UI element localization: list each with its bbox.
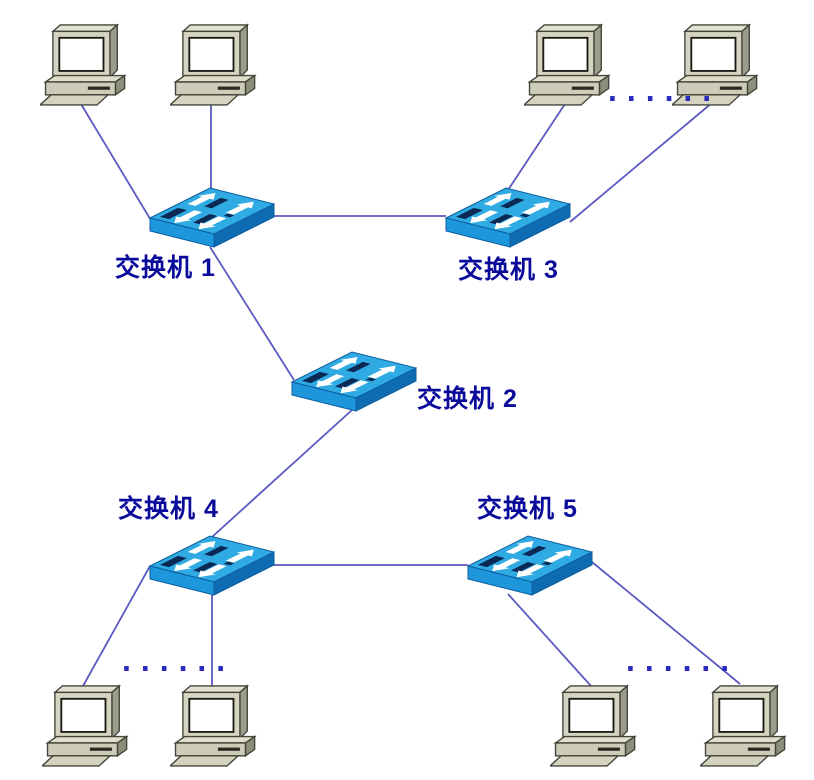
switch-3-label: 交换机 3	[458, 256, 559, 284]
switch-icon	[442, 184, 574, 250]
switch-2-label: 交换机 2	[417, 385, 518, 413]
ellipsis-bottom-right: ......	[622, 645, 736, 678]
ellipsis-top-right: ......	[604, 75, 718, 108]
switch-4-label: 交换机 4	[118, 495, 219, 523]
switch-icon	[464, 532, 596, 598]
computer-top-right-1	[524, 22, 616, 107]
computer-icon	[700, 683, 792, 768]
link-switch1-switch2	[209, 246, 295, 381]
switch-3	[442, 184, 574, 250]
ellipsis-bottom-left: ......	[118, 645, 232, 678]
computer-icon	[524, 22, 616, 107]
switch-1	[146, 184, 278, 250]
link-switch2-switch4	[211, 409, 353, 538]
link-pc-tl1-switch1	[80, 103, 153, 223]
computer-icon	[550, 683, 642, 768]
computer-top-left-1	[40, 22, 132, 107]
switch-2	[288, 348, 420, 414]
computer-icon	[170, 683, 262, 768]
computer-bottom-left-2	[170, 683, 262, 768]
computer-icon	[42, 683, 134, 768]
switch-1-label: 交换机 1	[115, 254, 216, 282]
switch-4	[146, 532, 278, 598]
computer-top-left-2	[170, 22, 262, 107]
link-switch4-pc-bl1	[82, 565, 151, 687]
computer-bottom-left-1	[42, 683, 134, 768]
switch-icon	[146, 184, 278, 250]
computer-bottom-right-1	[550, 683, 642, 768]
switch-5	[464, 532, 596, 598]
switch-icon	[146, 532, 278, 598]
link-switch5-pc-br1	[507, 593, 592, 687]
link-pc-tr1-switch3	[507, 103, 566, 191]
computer-icon	[40, 22, 132, 107]
link-pc-tr2-switch3	[569, 101, 714, 223]
switch-5-label: 交换机 5	[477, 495, 578, 523]
computer-icon	[170, 22, 262, 107]
computer-bottom-right-2	[700, 683, 792, 768]
link-switch5-pc-br2	[591, 561, 741, 685]
switch-icon	[288, 348, 420, 414]
